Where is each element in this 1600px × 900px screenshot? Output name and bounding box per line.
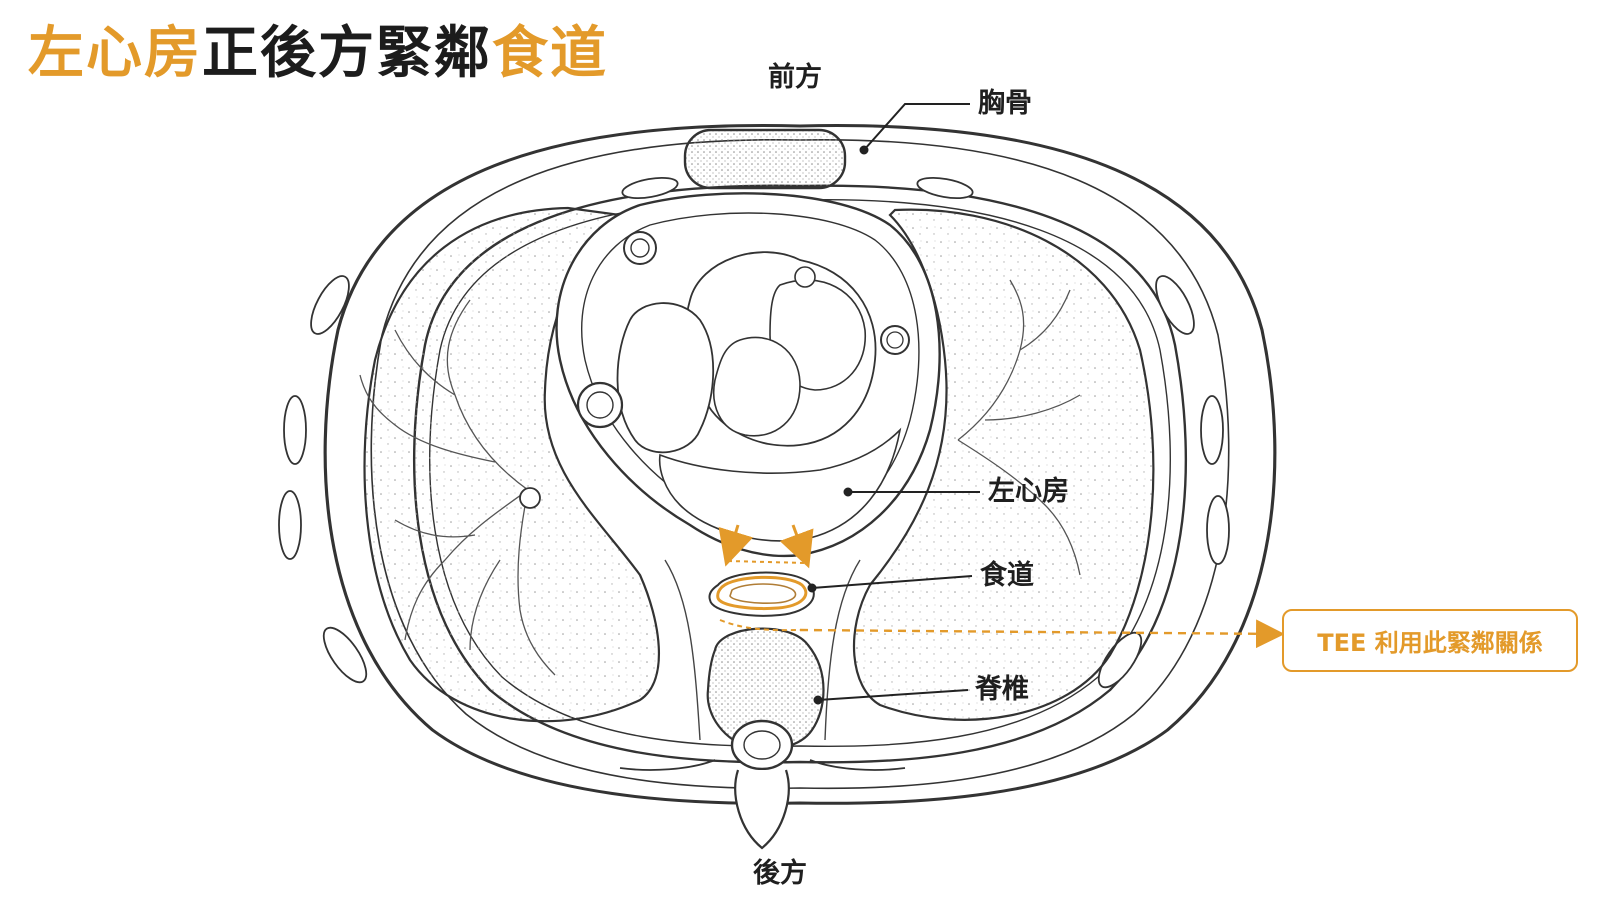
page-title: 左心房正後方緊鄰食道 xyxy=(28,21,608,86)
leader-lines xyxy=(807,103,980,705)
title-highlight-esophagus: 食道 xyxy=(492,21,608,86)
tee-dashed-pointer xyxy=(799,619,1285,649)
ribs xyxy=(278,176,1230,689)
label-sternum: 胸骨 xyxy=(978,88,1032,119)
sternum xyxy=(683,128,847,190)
mediastinal-lines xyxy=(664,559,861,741)
spine-vertebra xyxy=(619,627,906,850)
contact-arrows xyxy=(718,524,814,569)
bronchial-tree-right xyxy=(957,279,1081,576)
esophagus xyxy=(708,571,815,617)
tee-callout-box: TEE 利用此緊鄰關係 xyxy=(1282,609,1578,672)
left-lung-right-side-of-image xyxy=(363,206,661,723)
heart xyxy=(555,192,941,558)
label-left-atrium: 左心房 xyxy=(988,476,1069,507)
bronchial-tree-left xyxy=(359,299,556,676)
hilar-vessel xyxy=(519,487,541,509)
label-anterior: 前方 xyxy=(768,62,822,93)
label-esophagus: 食道 xyxy=(980,560,1034,591)
title-highlight-left-atrium: 左心房 xyxy=(28,21,202,86)
right-lung-left-side-of-image xyxy=(852,208,1155,721)
label-spine: 脊椎 xyxy=(975,674,1029,705)
title-middle: 正後方緊鄰 xyxy=(202,21,492,86)
label-posterior: 後方 xyxy=(753,858,807,889)
